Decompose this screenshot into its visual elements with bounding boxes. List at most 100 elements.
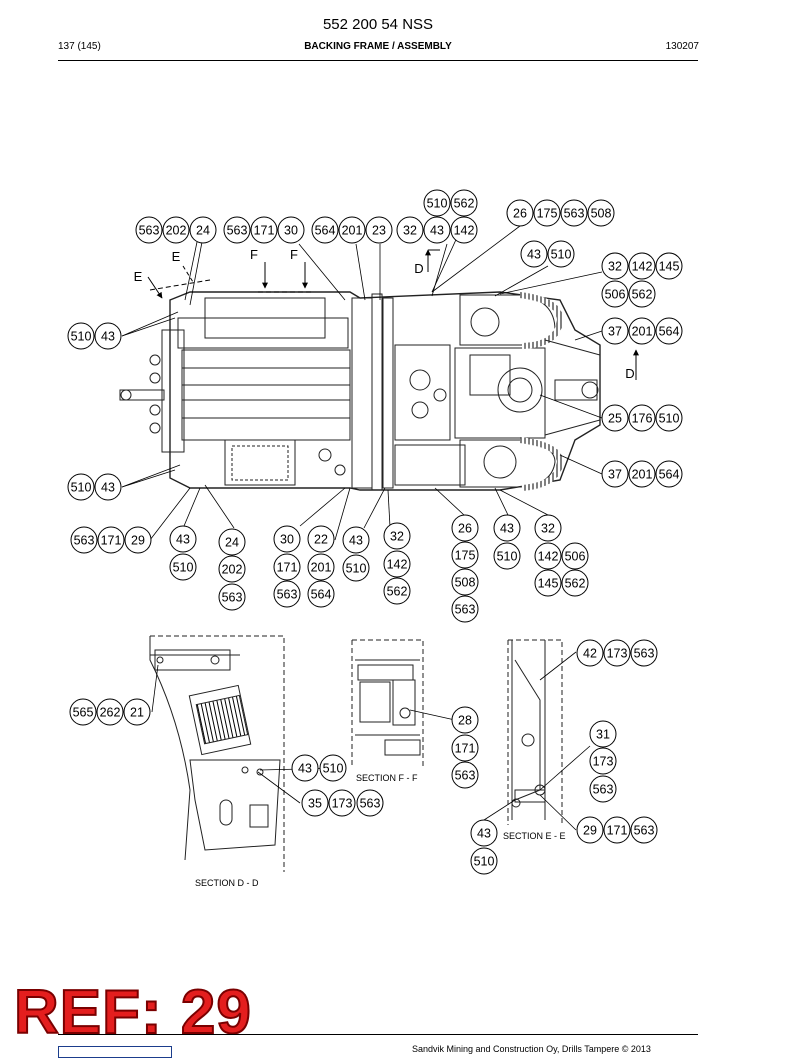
balloon-number: 510 xyxy=(323,762,344,776)
balloon-number: 43 xyxy=(349,534,363,548)
balloon-circle xyxy=(603,816,631,844)
leader-lines xyxy=(121,219,603,831)
balloon-circle xyxy=(470,847,498,875)
balloon-circle xyxy=(307,580,335,608)
item-balloon-562: 562 xyxy=(383,577,411,605)
balloon-number: 506 xyxy=(565,550,586,564)
balloon-number: 30 xyxy=(280,533,294,547)
balloon-number: 22 xyxy=(314,533,328,547)
balloon-number: 510 xyxy=(346,562,367,576)
section-view-letter: F xyxy=(250,247,258,262)
item-balloon-171: 171 xyxy=(250,216,278,244)
balloon-number: 43 xyxy=(477,827,491,841)
balloon-number: 43 xyxy=(176,533,190,547)
balloon-circle xyxy=(576,816,604,844)
balloon-number: 171 xyxy=(607,824,628,838)
item-balloon-510: 510 xyxy=(169,553,197,581)
item-balloon-173: 173 xyxy=(328,789,356,817)
balloon-number: 262 xyxy=(100,706,121,720)
item-balloon-171: 171 xyxy=(273,553,301,581)
item-balloon-43: 43 xyxy=(423,216,451,244)
balloon-circle xyxy=(94,322,122,350)
balloon-number: 31 xyxy=(596,728,610,742)
balloon-number: 562 xyxy=(565,577,586,591)
balloon-circle xyxy=(67,473,95,501)
item-balloon-42: 42 xyxy=(576,639,604,667)
item-balloon-563: 563 xyxy=(273,580,301,608)
balloon-number: 171 xyxy=(101,534,122,548)
item-balloon-563: 563 xyxy=(589,775,617,803)
balloon-number: 145 xyxy=(659,260,680,274)
item-balloon-43: 43 xyxy=(470,819,498,847)
balloon-circle xyxy=(534,514,562,542)
balloon-circle xyxy=(451,568,479,596)
balloon-circle xyxy=(655,317,683,345)
balloon-number: 563 xyxy=(593,783,614,797)
item-balloon-32: 32 xyxy=(383,522,411,550)
section-f-label: SECTION F - F xyxy=(356,773,418,783)
balloon-number: 563 xyxy=(277,588,298,602)
balloon-circle xyxy=(451,514,479,542)
balloon-circle xyxy=(301,789,329,817)
balloon-number: 26 xyxy=(513,207,527,221)
item-balloon-564: 564 xyxy=(311,216,339,244)
item-balloon-563: 563 xyxy=(223,216,251,244)
item-balloon-43: 43 xyxy=(291,754,319,782)
balloon-number: 173 xyxy=(607,647,628,661)
balloon-circle xyxy=(450,216,478,244)
balloon-circle xyxy=(470,819,498,847)
section-d-view xyxy=(149,635,285,872)
balloon-circle xyxy=(533,199,561,227)
balloon-number: 24 xyxy=(196,224,210,238)
balloon-circle xyxy=(69,698,97,726)
balloon-circle xyxy=(450,189,478,217)
balloon-circle xyxy=(589,775,617,803)
balloon-circle xyxy=(493,514,521,542)
balloon-number: 564 xyxy=(315,224,336,238)
balloon-circle xyxy=(365,216,393,244)
balloon-number: 176 xyxy=(632,412,653,426)
item-balloon-510: 510 xyxy=(493,542,521,570)
balloon-circle xyxy=(451,595,479,623)
reference-stamp: REF: 29 xyxy=(13,978,252,1047)
item-balloon-37: 37 xyxy=(601,317,629,345)
balloon-circle xyxy=(561,542,589,570)
balloon-number: 510 xyxy=(71,330,92,344)
balloon-circle xyxy=(273,525,301,553)
balloon-circle xyxy=(396,216,424,244)
balloon-number: 29 xyxy=(131,534,145,548)
sandvik-logo xyxy=(58,1046,172,1058)
item-balloon-201: 201 xyxy=(307,553,335,581)
item-balloon-43: 43 xyxy=(94,473,122,501)
item-balloon-30: 30 xyxy=(277,216,305,244)
balloon-circle xyxy=(628,317,656,345)
item-balloon-142: 142 xyxy=(383,550,411,578)
balloon-number: 142 xyxy=(632,260,653,274)
balloon-number: 32 xyxy=(390,530,404,544)
balloon-number: 563 xyxy=(74,534,95,548)
balloon-circle xyxy=(218,528,246,556)
balloon-circle xyxy=(307,553,335,581)
balloon-number: 43 xyxy=(527,248,541,262)
balloon-number: 32 xyxy=(403,224,417,238)
item-balloon-22: 22 xyxy=(307,525,335,553)
balloon-circle xyxy=(123,698,151,726)
balloon-number: 510 xyxy=(71,481,92,495)
item-balloon-563: 563 xyxy=(218,583,246,611)
balloon-number: 202 xyxy=(222,563,243,577)
balloon-number: 28 xyxy=(458,714,472,728)
balloon-number: 175 xyxy=(455,549,476,563)
balloon-number: 43 xyxy=(101,481,115,495)
balloon-circle xyxy=(338,216,366,244)
balloon-number: 171 xyxy=(254,224,275,238)
item-balloon-29: 29 xyxy=(124,526,152,554)
item-balloon-262: 262 xyxy=(96,698,124,726)
header-rule xyxy=(58,60,698,61)
balloon-circle xyxy=(589,720,617,748)
balloon-circle xyxy=(319,754,347,782)
item-balloon-25: 25 xyxy=(601,404,629,432)
balloon-circle xyxy=(601,317,629,345)
balloon-number: 510 xyxy=(551,248,572,262)
balloon-number: 42 xyxy=(583,647,597,661)
